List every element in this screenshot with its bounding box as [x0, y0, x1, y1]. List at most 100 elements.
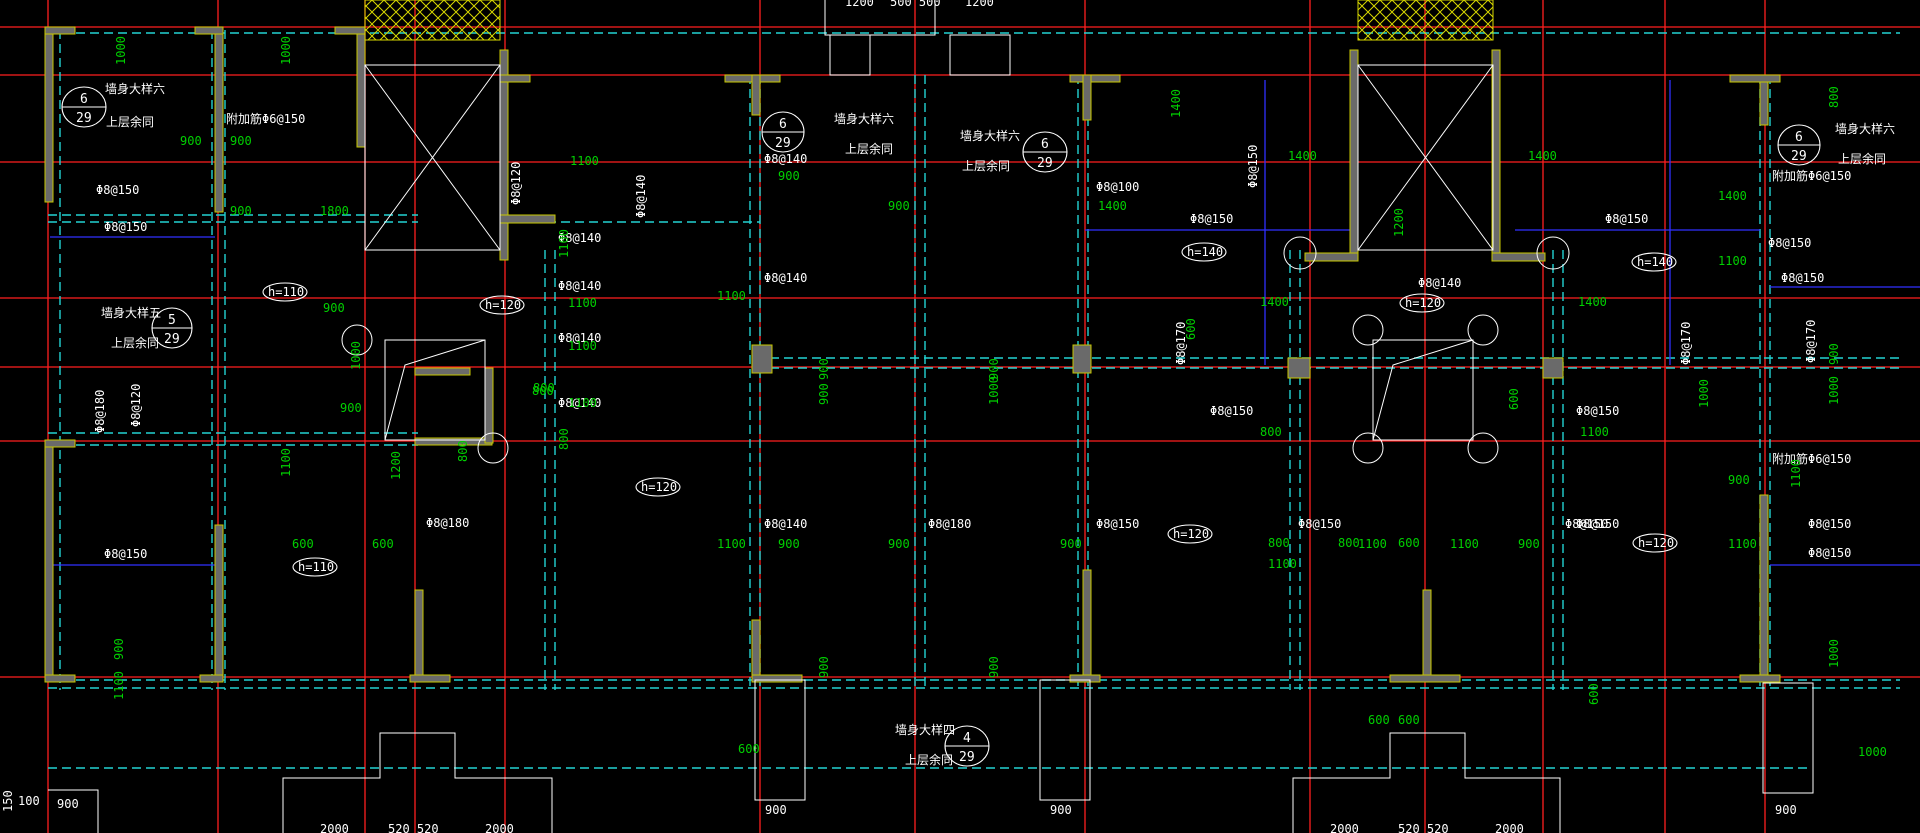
bottom-outline: [48, 0, 1814, 833]
wall-detail-label: 上层余同: [1838, 151, 1886, 166]
bottom-dimension: 1200: [845, 0, 874, 9]
rebar-label: Φ8@140: [1418, 276, 1461, 290]
rebar-label: Φ8@150: [104, 220, 147, 234]
slab-thickness-label: h=140: [1637, 255, 1673, 269]
dimension-label: 1400: [1718, 189, 1747, 203]
wall-detail-label: 上层余同: [845, 141, 893, 156]
wall-detail-label: 上层余同: [111, 335, 159, 350]
bottom-dimension: 900: [1775, 803, 1797, 817]
rebar-label: Φ8@150: [1246, 145, 1260, 188]
rebar-label: Φ8@120: [129, 384, 143, 427]
rebar-label: Φ8@180: [93, 390, 107, 433]
dimension-label: 900: [817, 656, 831, 678]
added-rebar-label: 附加筋Φ6@150: [1772, 168, 1851, 183]
rebar-label: Φ8@150: [96, 183, 139, 197]
rebar-label: Φ8@180: [928, 517, 971, 531]
dimension-label: 1400: [1098, 199, 1127, 213]
beam-outlines: [48, 30, 1900, 769]
rebar-label: Φ8@150: [1298, 517, 1341, 531]
rebar-label: Φ8@150: [1768, 236, 1811, 250]
dimension-label: 900: [888, 537, 910, 551]
wall-detail-label: 墙身大样六: [1835, 121, 1895, 136]
hatch-areas: [364, 0, 1494, 41]
detail-ref-number: 6: [80, 92, 88, 107]
rebar-label: Φ8@180: [426, 516, 469, 530]
slab-thickness-ovals: [262, 242, 1678, 577]
dimension-label: 800: [456, 440, 470, 462]
dimension-label: 800: [1338, 536, 1360, 550]
rebar-label: Φ8@150: [1096, 517, 1139, 531]
rebar-label: Φ8@120: [509, 162, 523, 205]
dimension-label: 1400: [1169, 89, 1183, 118]
dimension-label: 900: [817, 358, 831, 380]
slab-thickness-label: h=120: [1638, 536, 1674, 550]
slab-thickness-label: h=120: [1173, 527, 1209, 541]
wall-detail-label: 上层余同: [962, 158, 1010, 173]
dimension-label: 900: [987, 358, 1001, 380]
dimension-label: 1100: [1358, 537, 1387, 551]
rebar-label: Φ8@140: [558, 331, 601, 345]
dimension-label: 900: [230, 204, 252, 218]
bottom-dimension: 1200: [965, 0, 994, 9]
dimension-label: 900: [180, 134, 202, 148]
bottom-dimension: 900: [57, 797, 79, 811]
dimension-label: 600: [1398, 536, 1420, 550]
blue-lines: [50, 80, 1920, 566]
dimension-label: 900: [340, 401, 362, 415]
rebar-label: Φ8@140: [558, 396, 601, 410]
wall-detail-label: 上层余同: [905, 752, 953, 767]
rebar-label: Φ8@140: [634, 175, 648, 218]
dimension-label: 900: [987, 656, 1001, 678]
dimension-label: 600: [1398, 713, 1420, 727]
dimension-label: 1100: [1718, 254, 1747, 268]
bottom-dimension: 900: [1050, 803, 1072, 817]
dimension-label: 600: [1587, 683, 1601, 705]
slab-thickness-label: h=140: [1187, 245, 1223, 259]
dimension-label: 600: [292, 537, 314, 551]
detail-ref-number: 6: [779, 117, 787, 132]
dimension-label: 900: [112, 638, 126, 660]
detail-ref-sheet: 29: [164, 332, 180, 347]
added-rebar-label: 附加筋Φ6@150: [1772, 451, 1851, 466]
dimension-label: 1100: [557, 229, 571, 258]
shear-walls: [44, 26, 1781, 683]
rebar-label: Φ8@140: [764, 271, 807, 285]
dimension-label: 900: [778, 537, 800, 551]
rebar-label: Φ8@150: [1605, 212, 1648, 226]
rebar-label: Φ8@150: [1190, 212, 1233, 226]
slab-thickness-label: h=120: [1405, 296, 1441, 310]
dimension-label: 900: [1518, 537, 1540, 551]
rebar-label: Φ8@150: [1781, 271, 1824, 285]
rebar-label: Φ8@140: [558, 279, 601, 293]
rebar-label: Φ8@140: [764, 152, 807, 166]
dimension-label: 1000: [1697, 379, 1711, 408]
dimension-label: 800: [1268, 536, 1290, 550]
slab-thickness-label: h=120: [641, 480, 677, 494]
rebar-label: Φ8@170: [1804, 320, 1818, 363]
shaft-boxes: [364, 64, 1494, 441]
dimension-label: 1000: [279, 36, 293, 65]
bottom-dimension: 900: [765, 803, 787, 817]
dimension-label: 900: [1827, 343, 1841, 365]
wall-detail-label: 墙身大样六: [834, 111, 894, 126]
detail-ref-sheet: 29: [76, 111, 92, 126]
rebar-label: Φ8@150: [1576, 404, 1619, 418]
rebar-label: Φ8@170: [1679, 322, 1693, 365]
wall-detail-label: 墙身大样四: [895, 722, 955, 737]
dimension-label: 1400: [1288, 149, 1317, 163]
dimension-label: 600: [738, 742, 760, 756]
wall-detail-label: 墙身大样五: [101, 305, 161, 320]
dimension-label: 1100: [112, 671, 126, 700]
dimension-label: 1400: [1578, 295, 1607, 309]
dimension-label: 1100: [568, 396, 597, 410]
detail-ref-number: 6: [1795, 130, 1803, 145]
dimension-label: 800: [557, 428, 571, 450]
dimension-label: 1100: [1268, 557, 1297, 571]
bottom-dimension: 520 520: [1398, 822, 1449, 833]
column-circles: [341, 236, 1570, 464]
dimension-label: 1400: [1528, 149, 1557, 163]
dimension-label: 900: [888, 199, 910, 213]
rebar-label: Φ8@140: [558, 231, 601, 245]
detail-ref-number: 5: [168, 313, 176, 328]
rebar-label: Φ8@150: [1808, 546, 1851, 560]
